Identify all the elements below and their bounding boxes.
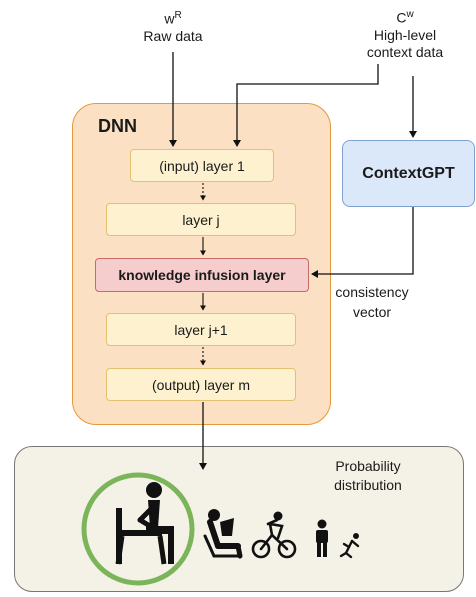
layer-output: (output) layer m bbox=[106, 368, 296, 401]
probability-panel bbox=[14, 446, 464, 592]
running-icon bbox=[339, 533, 360, 559]
consistency-vector-arrow bbox=[311, 207, 414, 278]
layer-input: (input) layer 1 bbox=[130, 149, 274, 182]
context-data-label: Cw High-level context data bbox=[350, 6, 460, 61]
lying-icon bbox=[203, 509, 243, 559]
context-data-text-1: High-level bbox=[373, 26, 437, 43]
layer-j-plus-1: layer j+1 bbox=[106, 313, 296, 346]
probability-title: Probability distribution bbox=[313, 458, 423, 494]
consistency-text-2: vector bbox=[352, 304, 392, 320]
probability-text-1: Probability bbox=[335, 458, 401, 474]
cycling-icon bbox=[251, 511, 297, 559]
dnn-title: DNN bbox=[98, 116, 137, 136]
consistency-vector-label: consistency vector bbox=[322, 284, 422, 321]
standing-icon bbox=[316, 519, 328, 557]
context-to-input-arrow bbox=[233, 64, 379, 147]
probability-text-2: distribution bbox=[334, 477, 402, 493]
raw-data-symbol: w bbox=[164, 10, 175, 27]
sitting-icon bbox=[115, 482, 174, 565]
context-gpt-box: ContextGPT bbox=[342, 140, 475, 207]
knowledge-infusion-layer: knowledge infusion layer bbox=[95, 258, 309, 292]
raw-data-superscript: R bbox=[174, 10, 182, 21]
context-data-superscript: w bbox=[406, 9, 414, 20]
layer-j: layer j bbox=[106, 203, 296, 236]
consistency-text-1: consistency bbox=[335, 284, 409, 300]
raw-data-text: Raw data bbox=[143, 27, 203, 44]
context-data-symbol: C bbox=[396, 9, 407, 26]
highlight-circle bbox=[81, 472, 195, 586]
context-data-text-2: context data bbox=[366, 43, 444, 60]
raw-data-label: wR Raw data bbox=[130, 7, 216, 45]
